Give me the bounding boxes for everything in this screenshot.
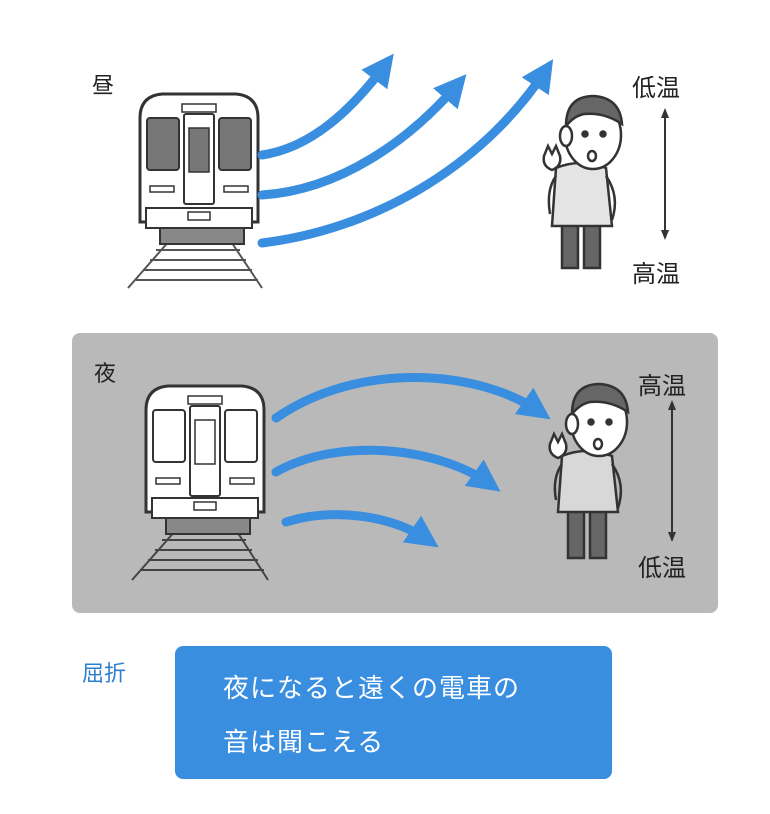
night-person: [548, 382, 630, 560]
day-temp-bottom: 高温: [632, 260, 680, 288]
term-label: 屈折: [82, 662, 127, 687]
day-person: [542, 94, 624, 270]
caption-line-2: 音は聞こえる: [223, 728, 385, 758]
day-temp-top: 低温: [632, 74, 680, 102]
night-train: [131, 384, 269, 581]
day-label: 昼: [92, 74, 115, 99]
night-temp-bottom: 低温: [638, 554, 686, 582]
caption-box: 夜になると遠くの電車の 音は聞こえる: [175, 646, 612, 779]
night-label: 夜: [94, 362, 117, 387]
night-temp-top: 高温: [638, 372, 686, 400]
night-sound-arrows: [271, 373, 551, 548]
day-train: [127, 92, 263, 289]
day-sound-arrows: [257, 53, 554, 248]
caption-line-1: 夜になると遠くの電車の: [223, 674, 521, 704]
